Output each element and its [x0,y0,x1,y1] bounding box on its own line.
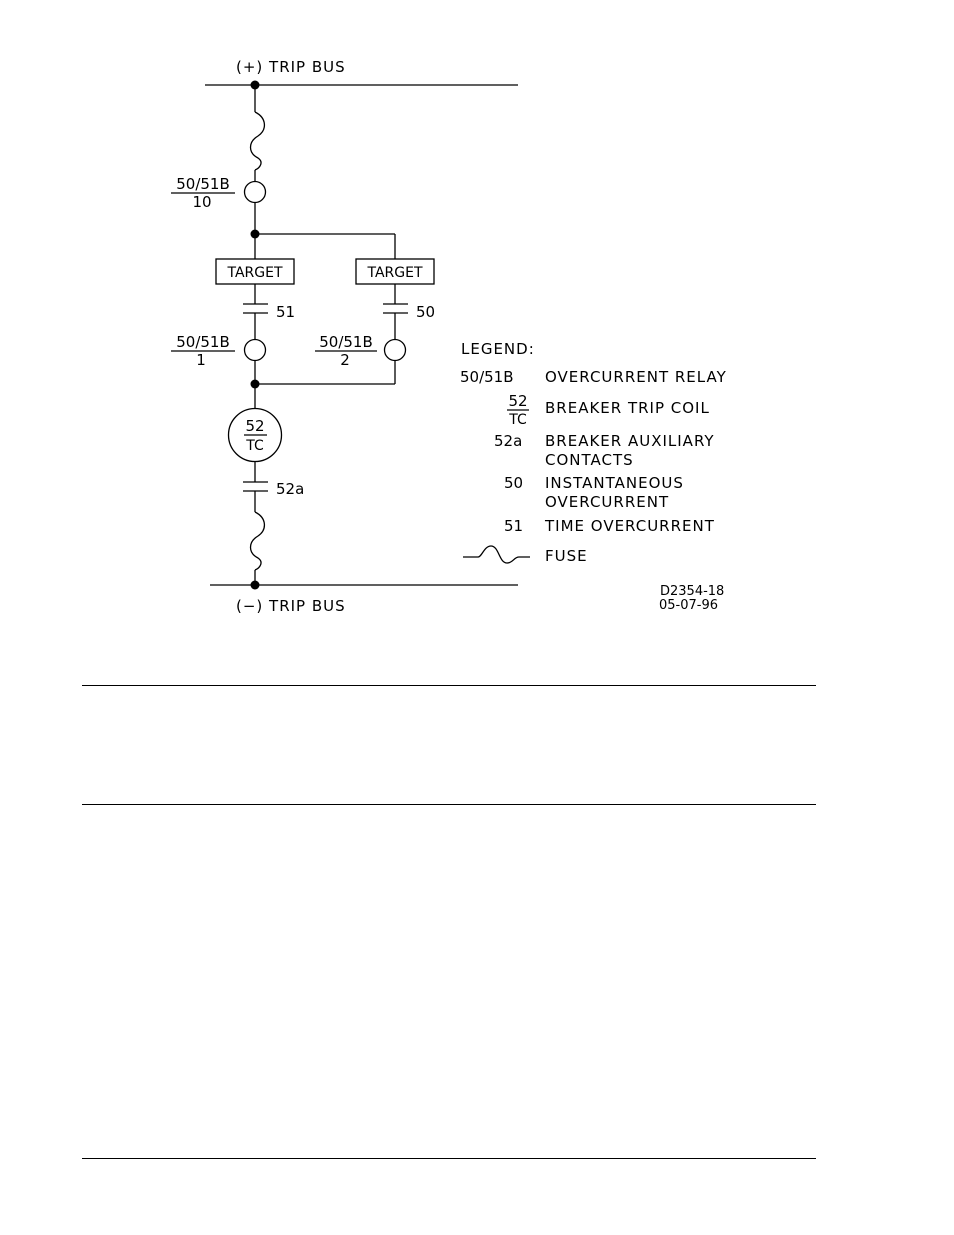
legend-text: TIME OVERCURRENT [544,517,715,535]
legend-symbol: 50 [504,474,523,492]
relay-main-label-top: 50/51B [176,175,230,193]
trip-coil-label-top: 52 [245,417,264,435]
target-right-label: TARGET [366,265,422,281]
contact-50-label: 50 [416,303,435,321]
positive-trip-bus-label: (+) TRIP BUS [236,58,346,76]
negative-trip-bus-label: (−) TRIP BUS [236,597,346,615]
relay-left-coil [243,338,267,362]
horizontal-rule [82,1158,816,1159]
legend-text: FUSE [545,547,588,565]
legend-title: LEGEND: [461,340,535,358]
legend-symbol-top: 52 [508,392,527,410]
trip-coil-label-bottom: TC [245,438,264,454]
bus-junction-dot [250,580,260,590]
horizontal-rule [82,804,816,805]
legend-text: BREAKER TRIP COIL [545,399,710,417]
fuse-icon [463,545,530,564]
relay-left-label-top: 50/51B [176,333,230,351]
legend-text: BREAKER AUXILIARY [545,432,715,450]
legend-symbol: 51 [504,517,523,535]
fuse-icon [249,111,266,171]
relay-right-label-bottom: 2 [340,351,350,369]
horizontal-rule [82,685,816,686]
legend-symbol-bottom: TC [508,412,527,428]
relay-left-label-bottom: 1 [196,351,206,369]
target-left-label: TARGET [226,265,282,281]
legend-text: INSTANTANEOUS [545,474,684,492]
relay-main-coil [243,180,267,204]
legend-symbol: 50/51B [460,368,514,386]
legend-text-continued: OVERCURRENT [545,493,669,511]
contact-51-label: 51 [276,303,295,321]
legend-symbol: 52a [494,432,522,450]
drawing-number: D2354-18 [660,584,724,599]
contact-52a-label: 52a [276,480,304,498]
fuse-icon [249,511,266,571]
relay-right-label-top: 50/51B [319,333,373,351]
relay-right-coil [383,338,407,362]
legend-text: OVERCURRENT RELAY [545,368,727,386]
legend-text-continued: CONTACTS [545,451,634,469]
drawing-date: 05-07-96 [659,598,718,613]
relay-main-label-bottom: 10 [192,193,211,211]
